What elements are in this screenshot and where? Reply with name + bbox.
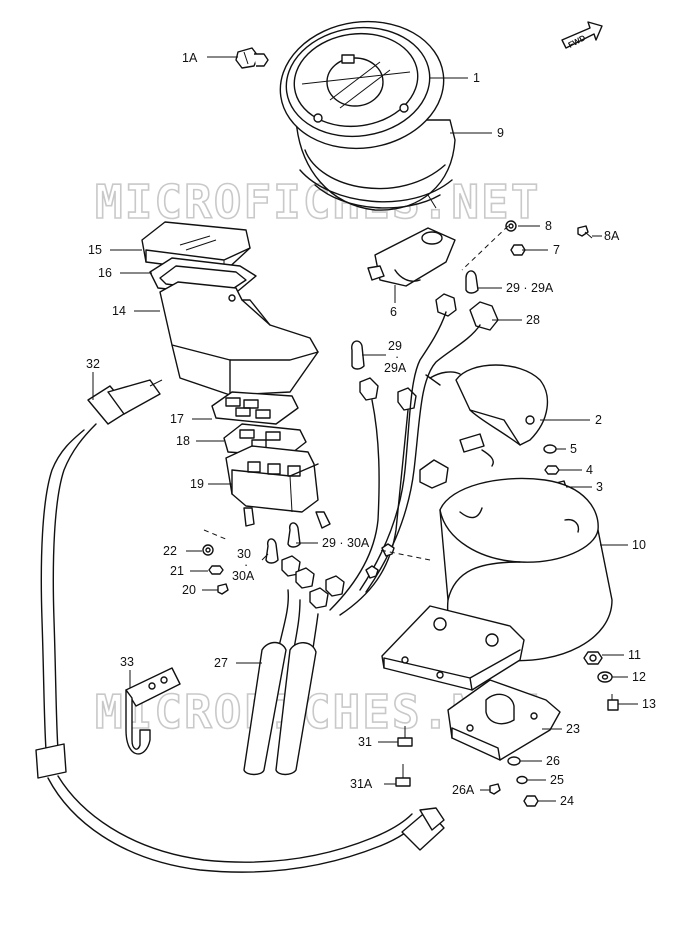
label-6: 6 xyxy=(390,305,397,319)
label-3: 3 xyxy=(596,480,603,494)
label-17: 17 xyxy=(170,412,184,426)
part-33-clamp xyxy=(125,667,181,755)
part-5-washer xyxy=(543,444,557,454)
label-31: 31 xyxy=(358,735,372,749)
label-30-dot: · xyxy=(244,558,248,572)
label-25: 25 xyxy=(550,773,564,787)
label-7: 7 xyxy=(553,243,560,257)
label-1a: 1A xyxy=(182,51,198,65)
part-7-nut xyxy=(510,244,526,256)
label-8: 8 xyxy=(545,219,552,233)
label-26a: 26A xyxy=(452,783,475,797)
part-25-washer xyxy=(516,775,528,785)
part-6-socket xyxy=(367,227,456,287)
part-labels: 1A 1 9 8 8A 7 15 16 14 6 29 · 29A 28 29 … xyxy=(86,51,656,808)
part-bracket xyxy=(381,605,525,691)
part-32-cable xyxy=(35,379,445,873)
part-28-socket xyxy=(435,293,499,331)
label-15: 15 xyxy=(88,243,102,257)
watermark-top: MICROFICHES.NET xyxy=(95,175,540,229)
label-10: 10 xyxy=(632,538,646,552)
label-28: 28 xyxy=(526,313,540,327)
label-1: 1 xyxy=(473,71,480,85)
label-19: 19 xyxy=(190,477,204,491)
label-24: 24 xyxy=(560,794,574,808)
part-29-bulb-left xyxy=(351,340,417,411)
label-26: 26 xyxy=(546,754,560,768)
label-32: 32 xyxy=(86,357,100,371)
label-11: 11 xyxy=(628,648,641,662)
label-30: 30 xyxy=(237,547,251,561)
label-13: 13 xyxy=(642,697,656,711)
part-12-washer xyxy=(597,671,613,683)
label-20: 20 xyxy=(182,583,196,597)
label-22: 22 xyxy=(163,544,177,558)
label-29a: 29A xyxy=(384,361,407,375)
part-26-washer xyxy=(507,756,521,766)
label-29-dot: · xyxy=(395,350,399,364)
part-17-plate xyxy=(211,391,299,425)
label-21: 21 xyxy=(170,564,184,578)
part-30-bulb xyxy=(265,522,301,564)
label-29-30a: 29 · 30A xyxy=(322,536,370,550)
label-4: 4 xyxy=(586,463,593,477)
part-8-grommet xyxy=(505,220,517,232)
label-16: 16 xyxy=(98,266,112,280)
fwd-arrow-icon: FWD xyxy=(561,21,603,50)
part-20-screw xyxy=(217,583,229,595)
part-31-bolt xyxy=(397,726,413,747)
leader-lines xyxy=(92,56,638,802)
part-24-nut xyxy=(523,795,539,807)
part-2-socket-housing xyxy=(455,364,549,467)
part-14-housing xyxy=(159,281,319,396)
part-11-nut xyxy=(583,651,603,665)
label-5: 5 xyxy=(570,442,577,456)
part-31a-bolt xyxy=(395,764,411,787)
label-14: 14 xyxy=(112,304,126,318)
part-19-holder xyxy=(225,445,331,529)
label-8a: 8A xyxy=(604,229,620,243)
part-26a-screw xyxy=(489,783,501,795)
label-30a: 30A xyxy=(232,569,255,583)
part-8a-screw xyxy=(577,225,593,239)
part-22-grommet xyxy=(202,544,214,556)
part-4-nut xyxy=(544,465,560,475)
label-27: 27 xyxy=(214,656,228,670)
label-2: 2 xyxy=(595,413,602,427)
label-31a: 31A xyxy=(350,777,373,791)
label-29-29a-top: 29 · 29A xyxy=(506,281,554,295)
part-1-speedometer xyxy=(279,20,456,211)
label-9: 9 xyxy=(497,126,504,140)
wiring-harness xyxy=(329,311,481,616)
part-23-bracket xyxy=(447,679,561,761)
label-23: 23 xyxy=(566,722,580,736)
part-18-grid xyxy=(223,423,307,457)
label-12: 12 xyxy=(632,670,646,684)
part-29-bulb-upper xyxy=(465,270,479,294)
label-33: 33 xyxy=(120,655,134,669)
label-18: 18 xyxy=(176,434,190,448)
part-27-harness-tubes xyxy=(243,555,345,776)
label-29: 29 xyxy=(388,339,402,353)
part-21-nut xyxy=(208,565,224,575)
part-1a-bulb xyxy=(235,47,269,69)
part-13-bolt xyxy=(607,694,619,711)
